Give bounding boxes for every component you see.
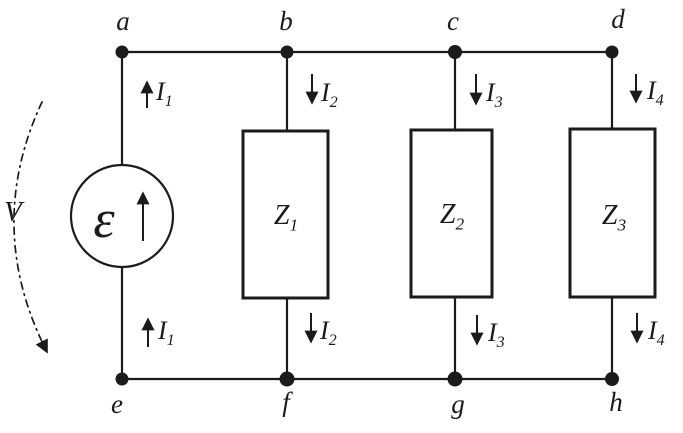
- node-label-e: e: [111, 389, 123, 419]
- current-label-i4-top: I4: [647, 76, 664, 110]
- node-label-d: d: [611, 4, 625, 34]
- node-dot-h: [605, 372, 619, 386]
- impedance-box-z1: [241, 129, 330, 300]
- node-dot-a: [115, 45, 129, 59]
- current-label-i3-top: I3: [486, 78, 503, 112]
- node-dot-c: [448, 45, 462, 59]
- impedance-label-z2: Z2: [439, 199, 465, 234]
- node-label-f: f: [282, 387, 290, 417]
- node-label-b: b: [279, 6, 293, 36]
- loop-voltage-label: V: [4, 196, 22, 228]
- node-dot-d: [605, 45, 619, 59]
- current-label-i1-bottom: I1: [158, 316, 175, 350]
- current-label-i1-top: I1: [156, 77, 173, 111]
- node-dot-b: [280, 45, 294, 59]
- emf-symbol-label: ε: [93, 189, 115, 249]
- impedance-label-z3: Z3: [601, 200, 627, 235]
- current-label-i2-bottom: I2: [320, 316, 337, 350]
- impedance-label-z1: Z1: [273, 200, 299, 235]
- node-dot-f: [279, 371, 295, 387]
- emf-source-circle: [69, 163, 175, 269]
- node-dot-g: [447, 371, 463, 387]
- loop-voltage-arrow: [13, 101, 48, 354]
- current-label-i4-bottom: I4: [648, 316, 665, 350]
- impedance-box-z2: [409, 128, 494, 299]
- node-label-h: h: [609, 387, 623, 417]
- node-dot-e: [115, 372, 129, 386]
- node-label-g: g: [451, 389, 465, 419]
- current-label-i3-bottom: I3: [488, 318, 505, 352]
- node-label-a: a: [116, 6, 130, 36]
- current-label-i2-top: I2: [321, 78, 338, 112]
- node-label-c: c: [447, 6, 459, 36]
